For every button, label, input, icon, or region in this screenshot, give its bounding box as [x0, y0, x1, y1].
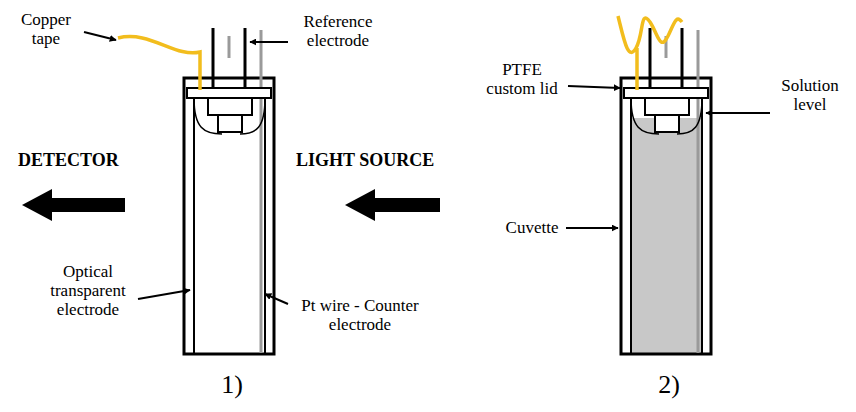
leader-arrow	[706, 112, 770, 114]
part-label: Cuvette	[500, 218, 564, 237]
leader-arrow	[568, 86, 620, 88]
copper-tape	[118, 37, 200, 90]
leader-arrow	[138, 290, 190, 299]
detector-arrow	[22, 189, 125, 221]
direction-label: LIGHT SOURCE	[296, 150, 456, 170]
part-label: Copper tape	[10, 10, 82, 48]
part-label: Solution level	[772, 76, 848, 114]
direction-label: DETECTOR	[18, 150, 138, 170]
part-label: Pt wire - Counter electrode	[290, 296, 430, 334]
light-source-arrow	[345, 189, 440, 221]
cuvette-cell-2	[621, 28, 711, 354]
part-label: PTFE custom lid	[478, 60, 566, 98]
leader-arrow	[84, 32, 116, 40]
leader-arrow	[265, 294, 288, 304]
leader-arrow	[566, 227, 618, 229]
panel-number: 1)	[212, 370, 252, 399]
part-label: Reference electrode	[290, 12, 386, 50]
leader-arrow	[250, 41, 288, 43]
cuvette-cell-1	[184, 28, 274, 354]
copper-tape	[618, 16, 682, 90]
part-label: Optical transparent electrode	[38, 262, 138, 319]
solution	[632, 118, 702, 353]
panel-number: 2)	[649, 370, 689, 399]
